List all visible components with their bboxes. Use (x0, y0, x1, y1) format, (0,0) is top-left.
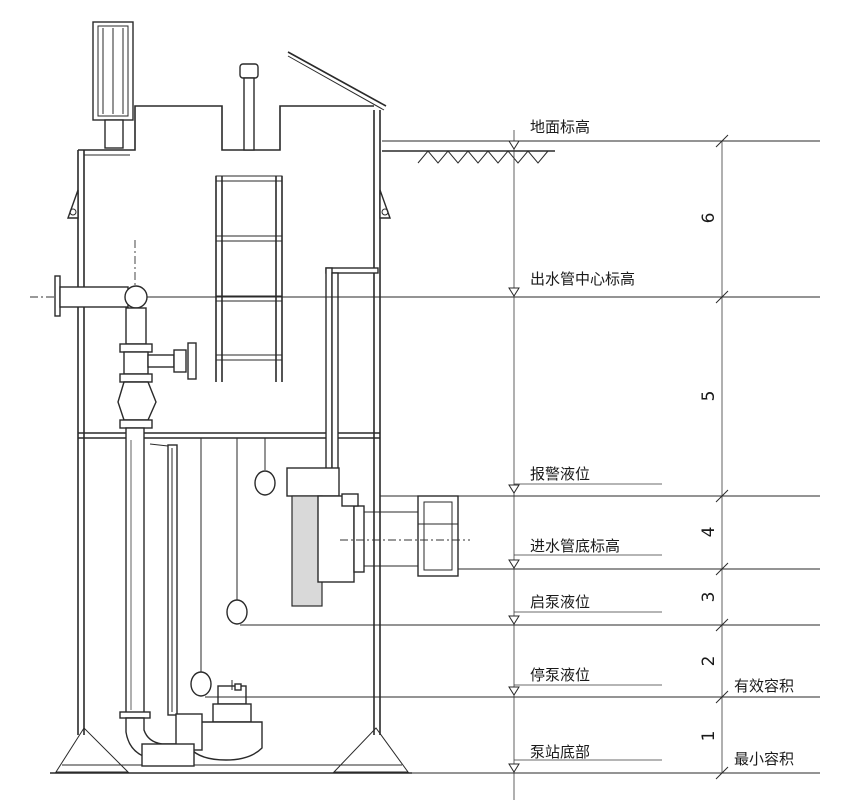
float-switches (190, 438, 276, 697)
dimension-1: 1 (699, 731, 719, 742)
submersible-pump (141, 680, 263, 767)
discharge-pipe-assembly (30, 240, 197, 761)
vent-stack (92, 21, 134, 149)
roof-vent-pipe (239, 63, 259, 151)
label-station-bottom: 泵站底部 (530, 743, 590, 761)
tank-base (50, 727, 412, 774)
label-outlet-center-elevation: 出水管中心标高 (530, 270, 635, 288)
label-inlet-bottom-elevation: 进水管底标高 (530, 537, 620, 555)
label-effective-volume: 有效容积 (734, 677, 794, 695)
dimension-3: 3 (699, 592, 719, 603)
label-alarm-level: 报警液位 (530, 465, 590, 483)
label-minimum-volume: 最小容积 (734, 750, 794, 768)
guide-rail (149, 443, 178, 716)
dimension-column (715, 134, 729, 780)
elevation-lines (150, 130, 820, 800)
dimension-2: 2 (699, 656, 719, 667)
tank-body (67, 51, 391, 735)
dimension-6: 6 (699, 213, 719, 224)
label-pump-stop-level: 停泵液位 (530, 666, 590, 684)
label-pump-start-level: 启泵液位 (530, 593, 590, 611)
dimension-5: 5 (699, 391, 719, 402)
access-ladder (215, 175, 283, 382)
label-ground-elevation: 地面标高 (530, 118, 590, 136)
dimension-4: 4 (699, 527, 719, 538)
inlet-pipe-assembly (286, 267, 470, 607)
ground-line (382, 150, 555, 164)
